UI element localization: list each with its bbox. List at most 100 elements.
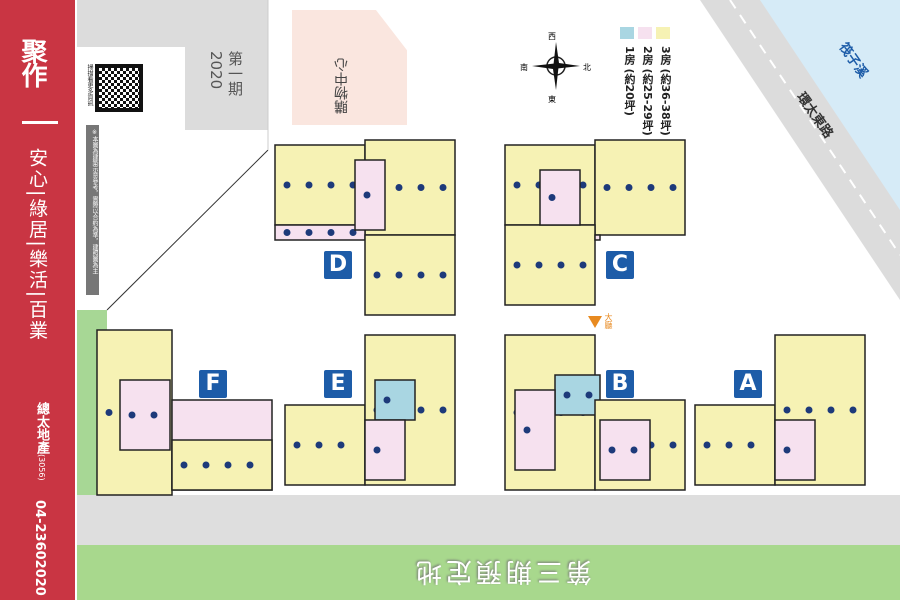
company-code: (3056) — [37, 454, 46, 481]
lobby-marker-icon — [588, 316, 602, 328]
unit-marker-icon — [293, 441, 301, 449]
unit-block — [171, 439, 273, 491]
unit-marker-icon — [827, 406, 835, 414]
unit-marker-icon — [202, 461, 210, 469]
phase1-area-label: 第一期 2020 — [185, 47, 268, 130]
unit-marker-icon — [363, 191, 371, 199]
unit-marker-icon — [150, 411, 158, 419]
compass-east: 東 — [548, 95, 556, 104]
building-f[interactable] — [96, 329, 273, 496]
building-d-label[interactable]: D — [324, 251, 352, 279]
unit-marker-icon — [395, 271, 403, 279]
divider — [22, 121, 58, 124]
unit-marker-icon — [747, 441, 755, 449]
unit-block — [119, 379, 171, 451]
phase3-area: 第三期預定地 — [77, 545, 900, 600]
unit-marker-icon — [513, 261, 521, 269]
unit-marker-icon — [439, 406, 447, 414]
company-label: 總太地產 — [34, 402, 49, 454]
unit-marker-icon — [585, 391, 593, 399]
unit-marker-icon — [305, 229, 313, 236]
building-b[interactable] — [504, 334, 686, 491]
unit-marker-icon — [246, 461, 254, 469]
compass-icon — [532, 42, 580, 90]
building-e[interactable] — [284, 334, 456, 486]
legend-swatch-2br — [638, 27, 652, 39]
unit-marker-icon — [647, 184, 655, 191]
unit-marker-icon — [283, 181, 291, 189]
building-c[interactable] — [504, 139, 686, 306]
compass-west: 西 — [548, 32, 556, 41]
unit-marker-icon — [849, 406, 857, 414]
unit-block — [364, 419, 406, 481]
legend-3br: 3房 (約36-38坪) — [659, 46, 672, 136]
unit-marker-icon — [439, 271, 447, 279]
unit-marker-icon — [783, 446, 791, 454]
unit-marker-icon — [563, 391, 571, 399]
disclaimer: ※本圖為建築示意參考，實際以合約為準，建照圖為主 — [86, 125, 99, 295]
brand-logo: 聚作 — [17, 38, 47, 86]
unit-marker-icon — [337, 441, 345, 449]
building-a[interactable] — [694, 334, 866, 486]
unit-marker-icon — [383, 396, 391, 404]
unit-marker-icon — [327, 229, 335, 236]
unit-marker-icon — [608, 446, 616, 454]
road-center-line — [729, 0, 900, 256]
unit-marker-icon — [669, 184, 677, 191]
unit-marker-icon — [439, 184, 447, 191]
unit-marker-icon — [783, 406, 791, 414]
unit-marker-icon — [224, 461, 232, 469]
building-a-label[interactable]: A — [734, 370, 762, 398]
unit-marker-icon — [327, 181, 335, 189]
legend-2br: 2房 (約25-29坪) — [641, 46, 654, 136]
qr-label: 掃描看更多資訊 — [86, 64, 93, 106]
qr-code[interactable] — [95, 64, 143, 112]
legend-swatch-3br — [656, 27, 670, 39]
company-name: 總太地產(3056) — [32, 402, 51, 481]
unit-marker-icon — [417, 184, 425, 191]
unit-block — [694, 404, 776, 486]
unit-marker-icon — [630, 446, 638, 454]
unit-marker-icon — [283, 229, 291, 236]
unit-marker-icon — [579, 261, 587, 269]
buildings-layer — [96, 139, 866, 496]
unit-marker-icon — [417, 406, 425, 414]
unit-marker-icon — [315, 441, 323, 449]
unit-marker-icon — [128, 411, 136, 419]
building-f-label[interactable]: F — [199, 370, 227, 398]
slogan: 安心|綠居|樂活|百業 — [26, 148, 48, 342]
unit-block — [374, 379, 416, 421]
shopping-center: 購物中心 — [292, 10, 407, 125]
building-d[interactable] — [274, 139, 456, 316]
unit-marker-icon — [373, 271, 381, 279]
unit-marker-icon — [557, 261, 565, 269]
unit-marker-icon — [579, 181, 587, 189]
building-b-label[interactable]: B — [606, 370, 634, 398]
boundary-line — [106, 149, 269, 311]
bottom-road — [77, 495, 900, 545]
unit-marker-icon — [395, 184, 403, 191]
unit-block — [274, 224, 366, 241]
lobby-label: 大廳 — [604, 313, 613, 329]
brand-sidebar — [0, 0, 75, 600]
legend-1br: 1房 (約20坪) — [623, 46, 636, 116]
phase1-area — [77, 0, 268, 47]
unit-marker-icon — [535, 261, 543, 269]
unit-block — [514, 389, 556, 471]
phase1-text: 第一期 2020 — [207, 51, 244, 96]
phone-number[interactable]: 04-23602020 — [32, 500, 47, 596]
unit-block — [554, 374, 601, 416]
unit-block — [774, 419, 816, 481]
unit-marker-icon — [305, 181, 313, 189]
building-e-label[interactable]: E — [324, 370, 352, 398]
unit-marker-icon — [548, 194, 556, 201]
unit-block — [594, 234, 601, 241]
compass-north: 北 — [583, 63, 591, 72]
building-c-label[interactable]: C — [606, 251, 634, 279]
unit-marker-icon — [105, 409, 113, 416]
unit-marker-icon — [725, 441, 733, 449]
unit-marker-icon — [703, 441, 711, 449]
legend-swatch-1br — [620, 27, 634, 39]
unit-marker-icon — [417, 271, 425, 279]
